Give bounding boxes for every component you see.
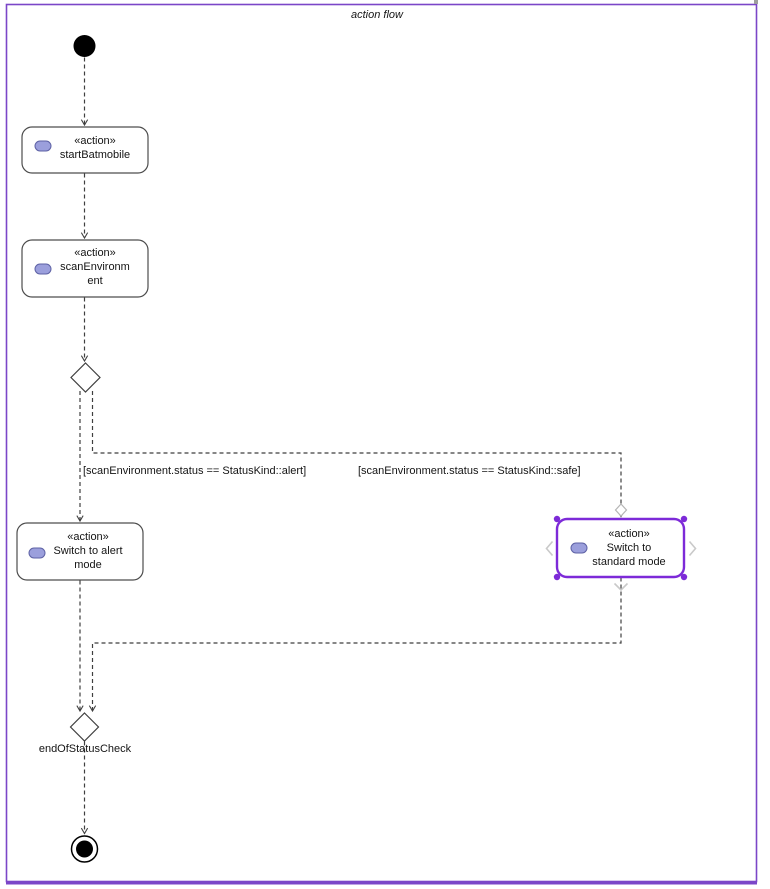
selection-handle-bottom-right[interactable] <box>680 573 688 581</box>
action-node-startBatmobile-box[interactable] <box>21 126 149 174</box>
final-node-inner-dot <box>76 840 93 858</box>
action-name-line1: Switch to alert <box>53 545 122 557</box>
action-icon <box>28 547 46 559</box>
selection-handle-top-left[interactable] <box>553 515 561 523</box>
initial-node[interactable] <box>73 35 96 57</box>
action-icon <box>570 542 588 554</box>
connector-diamond-icon[interactable] <box>614 503 628 517</box>
action-node-scanEnvironment[interactable]: «action» scanEnvironm ent <box>21 239 149 298</box>
action-name-line2: standard mode <box>592 556 665 568</box>
chevron-left-icon[interactable] <box>545 540 554 557</box>
action-node-switchToAlertMode-box[interactable] <box>16 522 144 581</box>
action-node-switchToStandardMode[interactable]: «action» Switch to standard mode <box>545 503 697 592</box>
scrollbar-corner <box>754 0 758 4</box>
action-name-line1: Switch to <box>607 542 652 554</box>
guard-label-safe[interactable]: [scanEnvironment.status == StatusKind::s… <box>358 465 581 477</box>
action-name-line1: scanEnvironm <box>60 261 130 273</box>
action-name: startBatmobile <box>60 149 130 161</box>
action-icon <box>34 140 52 152</box>
action-name-line2: ent <box>87 275 102 287</box>
action-node-startBatmobile[interactable]: «action» startBatmobile <box>21 126 149 174</box>
selection-handle-bottom-left[interactable] <box>553 573 561 581</box>
chevron-down-icon[interactable] <box>613 582 629 592</box>
action-node-switchToAlertMode[interactable]: «action» Switch to alert mode <box>16 522 144 581</box>
selection-handle-top-right[interactable] <box>680 515 688 523</box>
stereotype-label: «action» <box>74 135 116 147</box>
edge-decision-to-switchToStandardMode[interactable] <box>91 391 625 518</box>
chevron-right-icon[interactable] <box>688 540 697 557</box>
stereotype-label: «action» <box>67 531 109 543</box>
guard-label-alert[interactable]: [scanEnvironment.status == StatusKind::a… <box>83 465 306 477</box>
decision-node[interactable] <box>70 362 101 393</box>
edge-switchToStandardMode-to-merge[interactable] <box>88 577 622 713</box>
action-icon <box>34 263 52 275</box>
merge-node-label: endOfStatusCheck <box>39 743 132 755</box>
diagram-title: action flow <box>351 9 404 21</box>
stereotype-label: «action» <box>74 247 116 259</box>
merge-node[interactable] <box>69 712 100 742</box>
final-node[interactable] <box>70 835 99 863</box>
stereotype-label: «action» <box>608 528 650 540</box>
action-name-line2: mode <box>74 559 102 571</box>
action-node-switchToStandardMode-box[interactable] <box>555 517 686 579</box>
action-node-scanEnvironment-box[interactable] <box>21 239 149 298</box>
